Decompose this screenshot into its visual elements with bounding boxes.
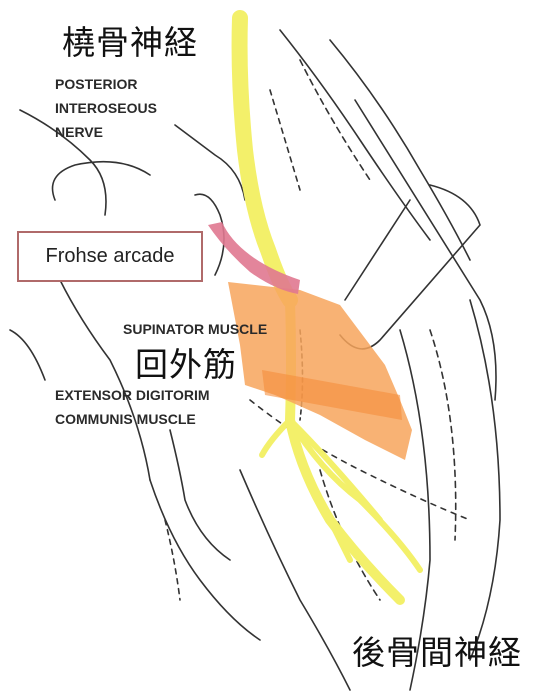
supinator-band bbox=[262, 370, 402, 420]
supinator-en-label: SUPINATOR MUSCLE bbox=[123, 321, 268, 337]
posterior-interosseous-label-line3: NERVE bbox=[55, 124, 103, 140]
extensor-label-line2: COMMUNIS MUSCLE bbox=[55, 411, 196, 427]
posterior-interosseous-label-line2: INTEROSEOUS bbox=[55, 100, 157, 116]
frohse-arcade-shape bbox=[208, 222, 300, 294]
nerve-branches bbox=[259, 417, 423, 573]
posterior-interosseous-label-line1: POSTERIOR bbox=[55, 76, 138, 92]
supinator-muscle bbox=[228, 282, 412, 460]
radial-nerve-label: 橈骨神経 bbox=[62, 23, 198, 62]
extensor-label-line1: EXTENSOR DIGITORIM bbox=[55, 387, 210, 403]
supinator-jp-label: 回外筋 bbox=[135, 345, 237, 384]
posterior-interosseous-jp-label: 後骨間神経 bbox=[352, 633, 522, 672]
frohse-arcade-callout: Frohse arcade bbox=[17, 231, 203, 282]
